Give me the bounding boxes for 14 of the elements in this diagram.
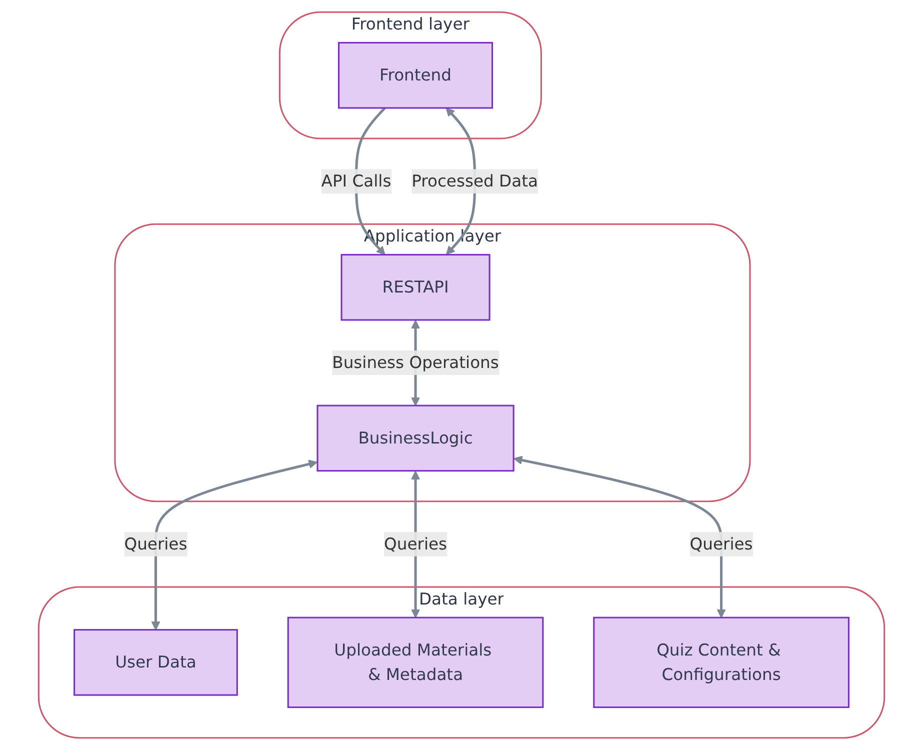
edge-label: Processed Data	[412, 171, 538, 191]
edge-label: Queries	[124, 534, 188, 554]
node-box: BusinessLogic	[316, 404, 514, 472]
node-box: Quiz Content & Configurations	[593, 616, 850, 708]
node-box: Uploaded Materials & Metadata	[287, 616, 544, 708]
node-box: Frontend	[338, 42, 494, 109]
edge-label: Queries	[690, 534, 753, 554]
node-box: RESTAPI	[340, 254, 490, 321]
node-box: User Data	[74, 629, 238, 696]
arrow	[151, 460, 318, 630]
edge-label: Queries	[384, 534, 447, 554]
arrow	[514, 456, 726, 618]
edge-label: API Calls	[321, 171, 392, 191]
edge-label: Business Operations	[332, 352, 499, 372]
